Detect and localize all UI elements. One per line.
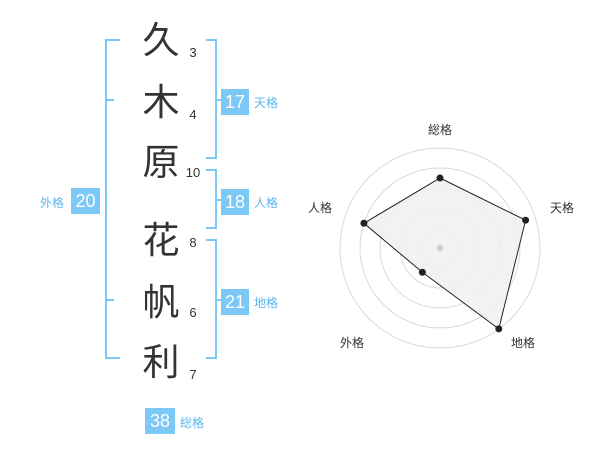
name-char-5: 帆 [142, 281, 180, 324]
gaikaku-value: 20 [71, 188, 100, 214]
stroke-count-1: 3 [189, 45, 197, 60]
radar-point-jinkaku [360, 219, 368, 227]
radar-grid-ring [339, 147, 541, 349]
chikaku-value: 21 [221, 289, 249, 315]
gaikaku-label: 外格 [40, 196, 65, 210]
soukaku-label: 総格 [180, 416, 205, 430]
radar-label-chikaku: 地格 [511, 336, 536, 350]
radar-label-jinkaku: 人格 [308, 201, 333, 215]
name-char-6: 利 [142, 341, 180, 384]
stroke-count-6: 7 [189, 367, 197, 382]
radar-label-gaikaku: 外格 [340, 336, 365, 350]
soukaku-value: 38 [145, 408, 175, 434]
tenkaku-value: 17 [221, 89, 249, 115]
gaikaku-bracket [105, 39, 120, 359]
radar-center-dot [437, 245, 443, 251]
stroke-count-3: 10 [185, 165, 201, 180]
stroke-count-4: 8 [189, 235, 197, 250]
chikaku-label: 地格 [254, 296, 279, 310]
jinkaku-label: 人格 [254, 196, 279, 210]
name-char-2: 木 [142, 81, 180, 124]
jinkaku-value: 18 [221, 189, 249, 215]
name-char-3: 原 [142, 141, 180, 184]
name-char-4: 花 [142, 219, 180, 262]
radar-point-tenkaku [522, 216, 530, 224]
tenkaku-label: 天格 [254, 96, 279, 110]
name-char-1: 久 [142, 19, 180, 62]
radar-polygon [363, 177, 527, 330]
radar-point-gaikaku [418, 268, 426, 276]
radar-label-tenkaku: 天格 [550, 201, 575, 215]
radar-point-soukaku [436, 174, 444, 182]
stroke-count-2: 4 [189, 107, 197, 122]
radar-label-soukaku: 総格 [428, 123, 453, 137]
stroke-count-5: 6 [189, 305, 197, 320]
radar-point-chikaku [495, 325, 503, 333]
radar-grid-ring [359, 167, 521, 329]
